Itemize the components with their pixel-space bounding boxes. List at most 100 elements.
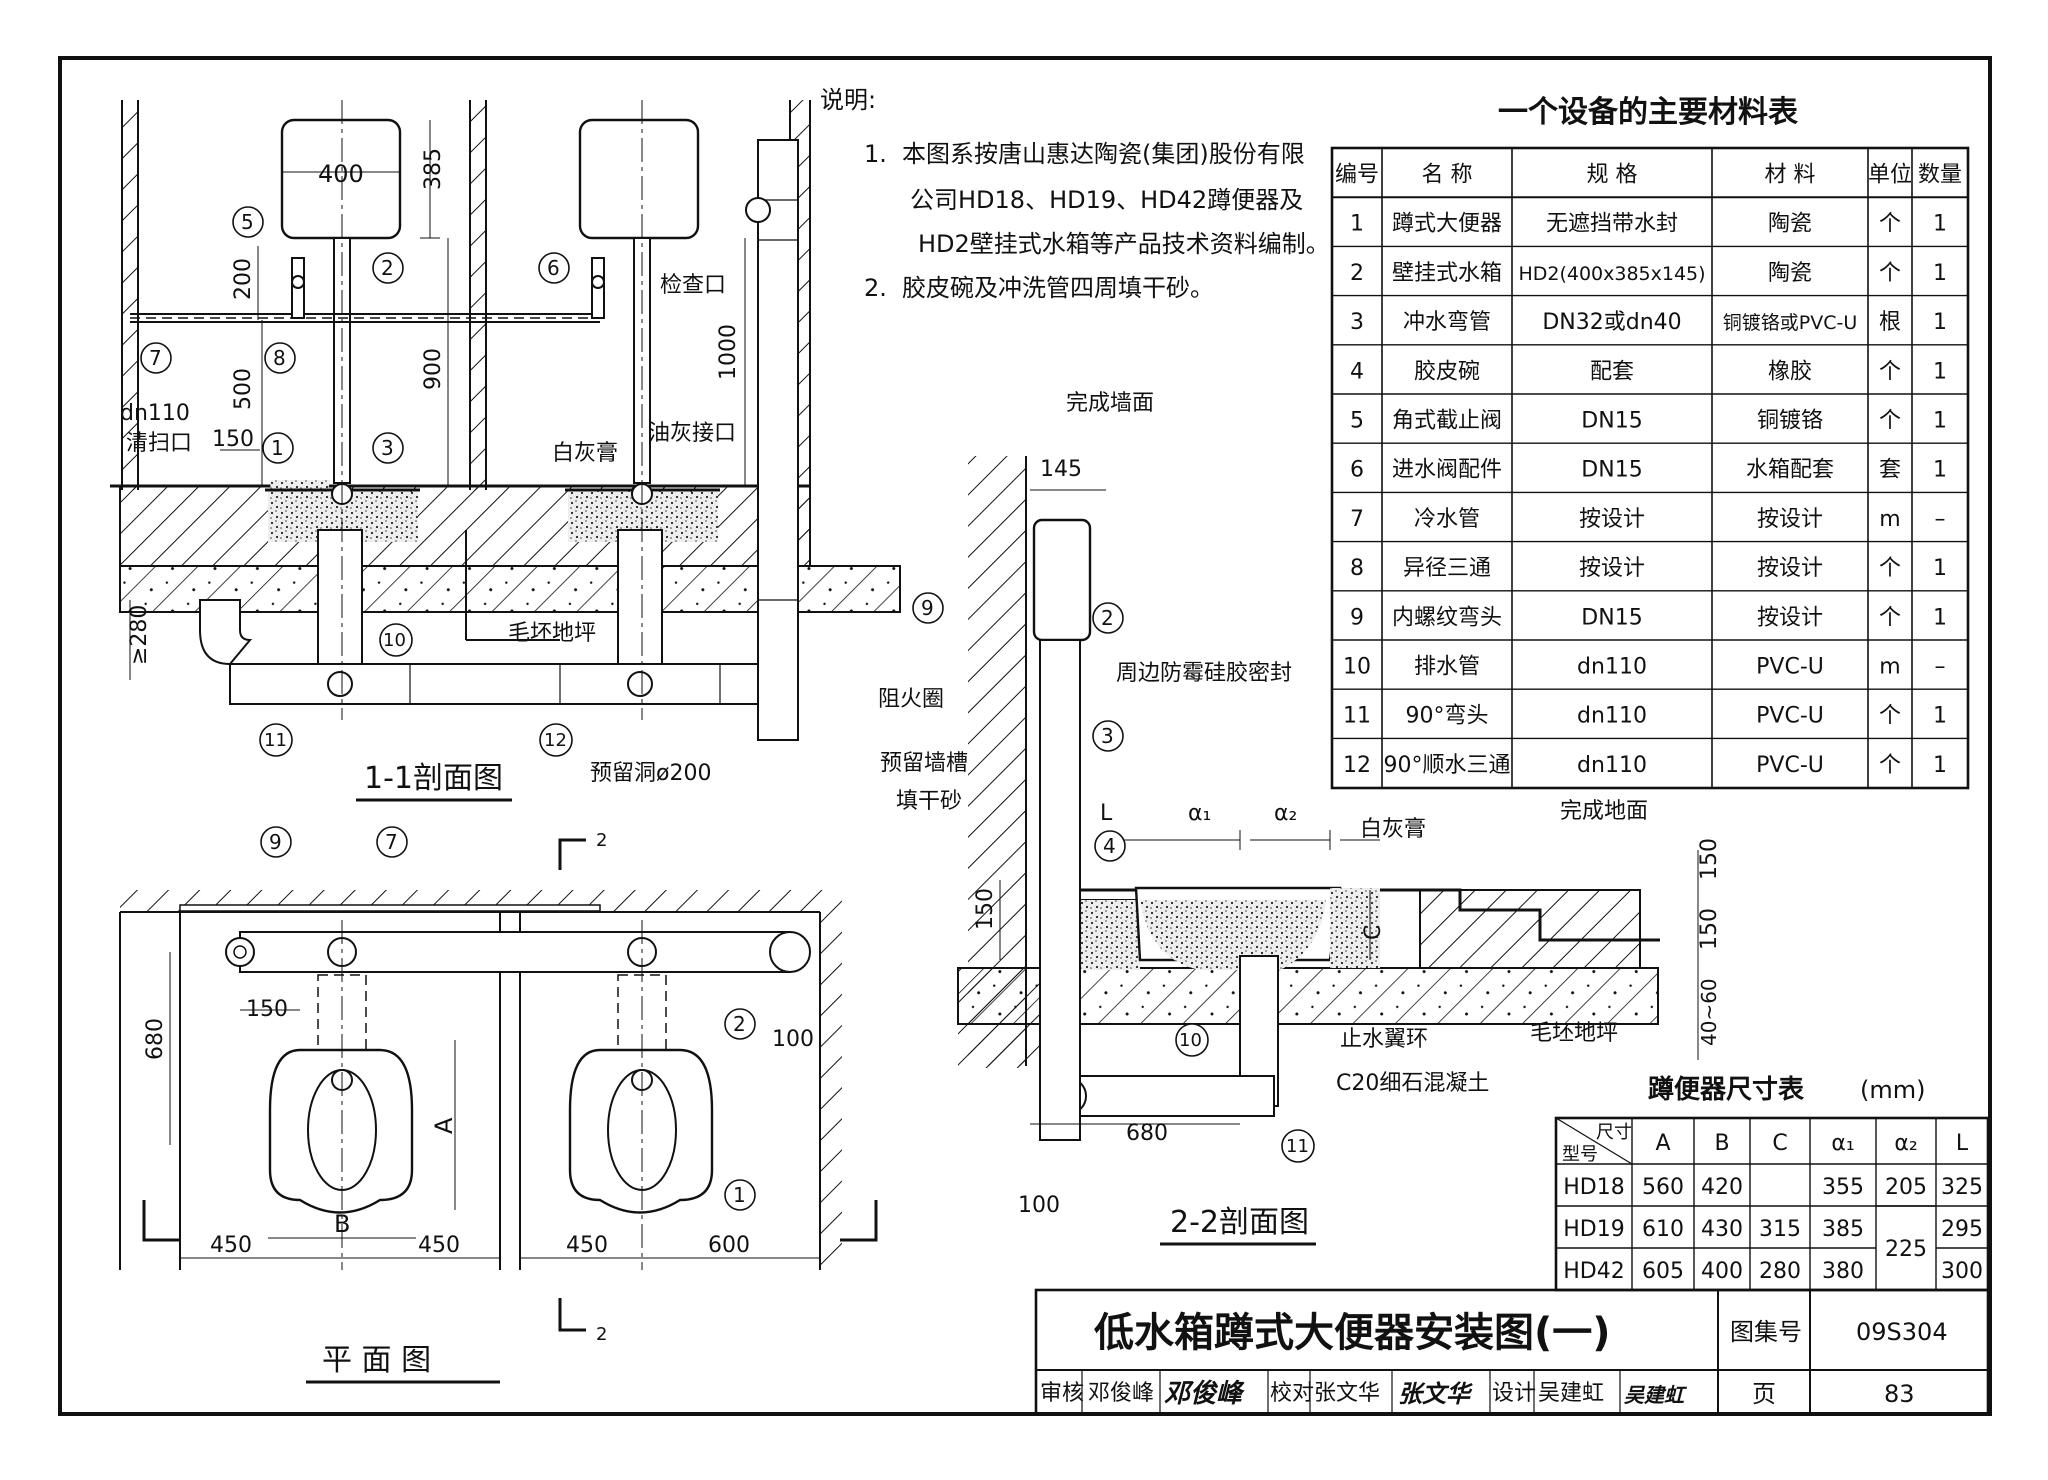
sizes-header-3: α₁: [1831, 1131, 1854, 1156]
sizes-header-1: B: [1714, 1131, 1729, 1156]
svg-text:2: 2: [381, 256, 394, 280]
materials-cell-qty: 1: [1933, 359, 1947, 384]
dim-200: 200: [231, 258, 256, 300]
atlas-number: 09S304: [1856, 1318, 1948, 1346]
sizes-header-2: C: [1772, 1131, 1787, 1156]
svg-text:10: 10: [383, 630, 406, 651]
sizes-model: HD42: [1563, 1259, 1624, 1284]
label-floor: 完成地面: [1560, 799, 1648, 824]
materials-cell-material: 按设计: [1757, 507, 1823, 532]
materials-cell-unit: m: [1879, 654, 1900, 679]
dim-500: 500: [231, 368, 256, 410]
sizes-cell-B: 400: [1701, 1259, 1743, 1284]
svg-text:10: 10: [1179, 1030, 1202, 1051]
materials-header-unit: 单位: [1868, 162, 1912, 187]
sizes-cell-A: 605: [1642, 1259, 1684, 1284]
sizes-model: HD18: [1563, 1175, 1624, 1200]
sizes-model: HD19: [1563, 1217, 1624, 1242]
notes-block: 说明: 1. 本图系按唐山惠达陶瓷(集团)股份有限 公司HD18、HD19、HD…: [820, 86, 1330, 302]
label-rough-11: 毛坯地坪: [508, 621, 596, 646]
materials-cell-unit: 个: [1879, 556, 1901, 581]
materials-cell-name: 蹲式大便器: [1392, 212, 1502, 237]
sizes-cell-a1: 385: [1822, 1217, 1864, 1242]
materials-cell-material: 按设计: [1757, 605, 1823, 630]
label-groove: 预留墙槽: [880, 751, 968, 776]
sheet-border: [58, 56, 1992, 1416]
label-rough-22: 毛坯地坪: [1530, 1021, 1618, 1046]
materials-cell-material: 水箱配套: [1746, 458, 1834, 483]
atlas-label: 图集号: [1730, 1318, 1802, 1346]
materials-cell-unit: 个: [1879, 212, 1901, 237]
label-silicone: 周边防霉硅胶密封: [1116, 661, 1292, 686]
label-c20: C20细石混凝土: [1336, 1071, 1489, 1096]
materials-cell-unit: 个: [1879, 704, 1901, 729]
dim-400: 400: [318, 160, 364, 188]
materials-cell-qty: –: [1935, 507, 1946, 532]
note-2-no: 2.: [864, 274, 887, 302]
label-inspect: 检查口: [660, 273, 726, 298]
title-block: [1034, 1288, 1990, 1416]
materials-cell-name: 胶皮碗: [1414, 359, 1480, 384]
checker-name: 张文华: [1314, 1381, 1380, 1406]
sizes-title: 蹲便器尺寸表: [1648, 1075, 1805, 1105]
dim-150-cleanout: 150: [212, 427, 254, 452]
materials-cell-no: 12: [1343, 753, 1371, 778]
dim-a1: α₁: [1188, 801, 1211, 826]
checker-signature: 张文华: [1398, 1379, 1473, 1408]
label-drysand: 填干砂: [896, 789, 962, 814]
note-1-line-2: 公司HD18、HD19、HD42蹲便器及: [910, 186, 1303, 214]
materials-header-name: 名 称: [1422, 162, 1473, 187]
materials-cell-qty: 1: [1933, 310, 1947, 335]
tank-right: [578, 118, 700, 240]
label-putty-22: 白灰膏: [1360, 817, 1426, 842]
materials-cell-unit: 个: [1879, 408, 1901, 433]
materials-cell-unit: 套: [1879, 458, 1901, 483]
page-number: 83: [1884, 1380, 1915, 1408]
sizes-unit: (mm): [1860, 1076, 1925, 1104]
view-title-1-1: 1-1剖面图: [364, 761, 503, 796]
materials-header-qty: 数量: [1918, 162, 1962, 187]
view-title-2-2: 2-2剖面图: [1170, 1205, 1309, 1240]
materials-cell-unit: m: [1879, 507, 1900, 532]
materials-cell-qty: 1: [1933, 458, 1947, 483]
callout-5: 5: [232, 206, 264, 238]
callout-11a: 11: [259, 723, 293, 757]
callout-7b: 7: [376, 826, 408, 858]
label-dn110: dn110: [120, 401, 190, 426]
sizes-cell-B: 420: [1701, 1175, 1743, 1200]
callout-9a: 9: [260, 826, 292, 858]
squat-pan-right: [568, 1048, 714, 1214]
svg-text:3: 3: [1101, 724, 1114, 748]
dim-385: 385: [421, 148, 446, 190]
plan-dim-B: B: [334, 1210, 350, 1238]
label-hole: 预留洞ø200: [590, 761, 711, 786]
callout-3b: 3: [1092, 720, 1124, 752]
materials-cell-name: 90°顺水三通: [1384, 753, 1511, 778]
materials-cell-name: 冲水弯管: [1403, 310, 1491, 335]
plan-dim-600: 600: [708, 1233, 750, 1258]
dim-C: C: [1361, 925, 1386, 940]
dim-40-60: 40~60: [1697, 978, 1721, 1046]
review-label: 审核: [1040, 1381, 1084, 1406]
label-putty-11: 白灰膏: [552, 441, 618, 466]
sizes-cell-L: 300: [1941, 1259, 1983, 1284]
callout-8: 8: [264, 342, 296, 374]
callout-10b: 10: [1175, 1023, 1209, 1057]
materials-cell-spec: DN15: [1581, 605, 1642, 630]
reviewer-signature: 邓俊峰: [1164, 1379, 1245, 1409]
callout-9b: 9: [912, 592, 944, 624]
materials-cell-name: 壁挂式水箱: [1392, 261, 1502, 286]
designer-name: 吴建虹: [1538, 1381, 1604, 1406]
dim-280: ≥280: [127, 605, 152, 665]
materials-cell-qty: 1: [1933, 605, 1947, 630]
sizes-cell-a2-merged: 225: [1885, 1237, 1927, 1262]
dim-L: L: [1100, 801, 1113, 826]
sizes-cell-A: 610: [1642, 1217, 1684, 1242]
dim-150-22a: 150: [1697, 838, 1722, 880]
materials-cell-no: 3: [1350, 310, 1364, 335]
callout-11b: 11: [1281, 1129, 1315, 1163]
cut-mark-top: 2: [596, 830, 607, 851]
note-1-no: 1.: [864, 140, 887, 168]
